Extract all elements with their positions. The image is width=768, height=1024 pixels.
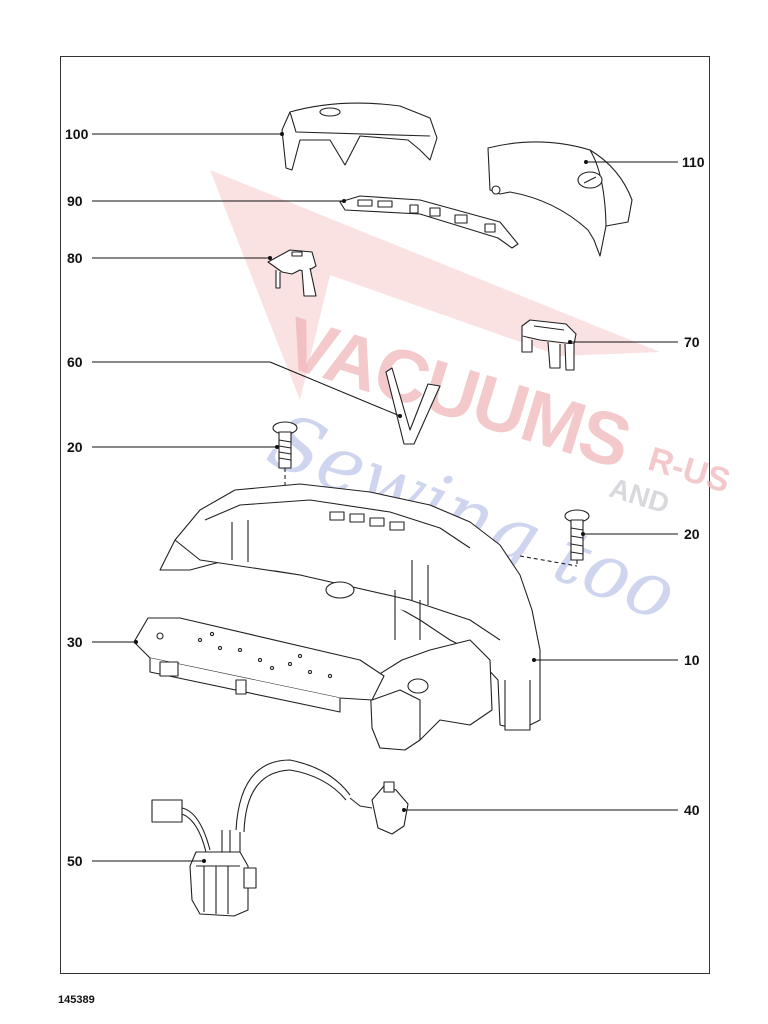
- document-id: 145389: [58, 994, 95, 1006]
- callout-110: 110: [682, 154, 705, 170]
- callout-10: 10: [684, 652, 700, 668]
- part-50-connector: [151, 799, 257, 917]
- part-90-membrane-strip: [339, 195, 519, 249]
- callout-50: 50: [67, 853, 83, 869]
- part-60-spring-clip: [385, 367, 441, 445]
- part-20-screw-left: [272, 421, 331, 491]
- part-100-top-cover: [281, 102, 438, 171]
- part-40-switch-harness: [235, 759, 409, 835]
- part-30-circuit-board: [133, 617, 385, 713]
- part-110-side-cap: [487, 141, 633, 257]
- callout-90: 90: [67, 193, 83, 209]
- part-70-small-button: [521, 319, 577, 371]
- part-80-button: [267, 249, 317, 297]
- part-10-main-housing: [159, 483, 541, 751]
- leader-lines: [92, 132, 678, 863]
- callout-40: 40: [684, 802, 700, 818]
- part-20-screw-right: [519, 509, 590, 567]
- callout-100: 100: [65, 126, 89, 142]
- diagram-frame: [60, 56, 710, 974]
- callout-30: 30: [67, 634, 83, 650]
- callout-20-left: 20: [67, 439, 83, 455]
- callout-60: 60: [67, 354, 83, 370]
- callout-20-right: 20: [684, 526, 700, 542]
- callout-70: 70: [684, 334, 700, 350]
- callout-80: 80: [67, 250, 83, 266]
